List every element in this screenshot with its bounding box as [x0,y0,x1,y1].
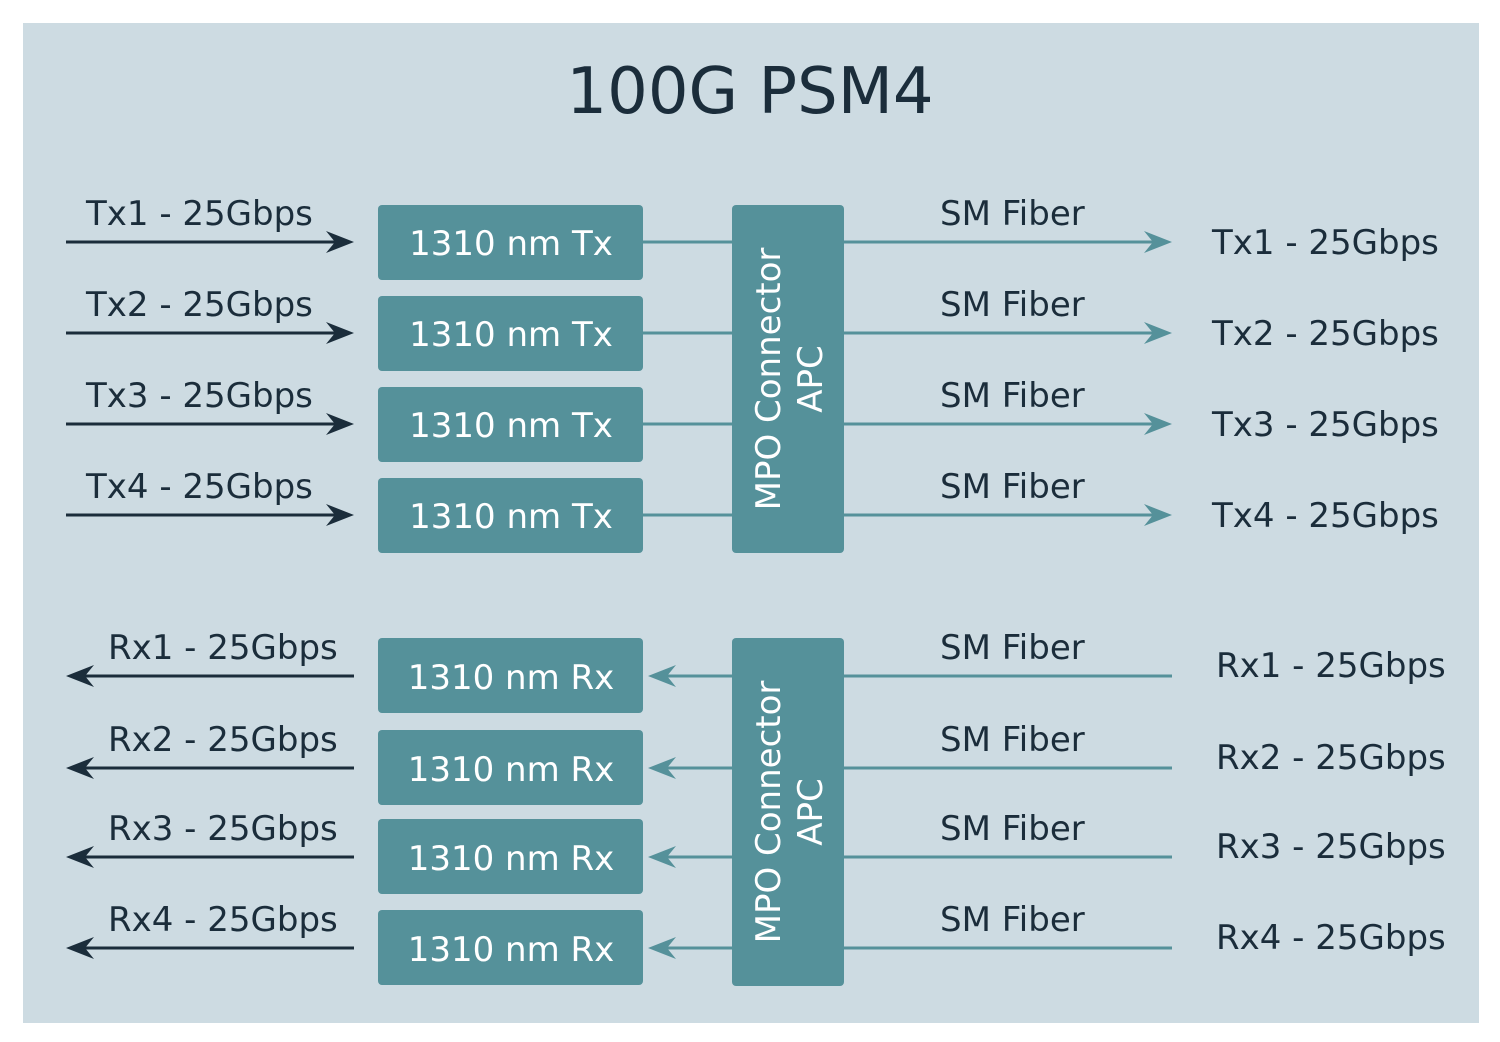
arrow-left-icon [66,937,94,959]
rx-module-label: 1310 nm Rx [408,750,615,790]
tx-module-label: 1310 nm Tx [409,315,613,355]
arrow-left-icon [648,846,676,868]
rx-module-box [378,910,643,985]
arrow-right-icon [1144,231,1172,253]
tx-input-label: Tx1 - 25Gbps [85,194,313,234]
tx-input-label: Tx3 - 25Gbps [85,376,313,416]
tx-mpo-label: MPO Connector [749,248,789,511]
tx-mpo-connector [732,205,844,553]
arrow-left-icon [66,846,94,868]
rx-input-label: Rx3 - 25Gbps [1216,827,1446,867]
tx-module-box [378,296,643,371]
tx-module-label: 1310 nm Tx [409,224,613,264]
tx-input-label: Tx2 - 25Gbps [85,285,313,325]
rx-input-label: Rx2 - 25Gbps [1216,738,1446,778]
fiber-label: SM Fiber [940,376,1085,416]
arrow-right-icon [326,322,354,344]
rx-module-box [378,819,643,894]
tx-module-label: 1310 nm Tx [409,406,613,446]
rx-output-label: Rx1 - 25Gbps [108,628,338,668]
arrow-left-icon [66,757,94,779]
rx-module-label: 1310 nm Rx [408,658,615,698]
fiber-label: SM Fiber [940,809,1085,849]
fiber-label: SM Fiber [940,720,1085,760]
arrow-left-icon [648,937,676,959]
tx-module-label: 1310 nm Tx [409,497,613,537]
rx-output-label: Rx3 - 25Gbps [108,809,338,849]
arrow-right-icon [326,504,354,526]
rx-output-label: Rx2 - 25Gbps [108,720,338,760]
tx-module-box [378,478,643,553]
tx-output-label: Tx1 - 25Gbps [1211,223,1439,263]
rx-module-label: 1310 nm Rx [408,839,615,879]
tx-module-box [378,205,643,280]
rx-module-box [378,730,643,805]
rx-module-label: 1310 nm Rx [408,930,615,970]
tx-output-label: Tx3 - 25Gbps [1211,405,1439,445]
rx-input-label: Rx1 - 25Gbps [1216,646,1446,686]
arrow-right-icon [1144,322,1172,344]
rx-input-label: Rx4 - 25Gbps [1216,918,1446,958]
diagram-title: 100G PSM4 [566,55,933,129]
tx-output-label: Tx2 - 25Gbps [1211,314,1439,354]
arrow-left-icon [648,665,676,687]
arrow-right-icon [1144,504,1172,526]
arrow-left-icon [66,665,94,687]
rx-module-box [378,638,643,713]
arrow-right-icon [326,413,354,435]
rx-apc-label: APC [791,778,831,846]
rx-mpo-connector [732,638,844,986]
rx-mpo-label: MPO Connector [749,681,789,944]
fiber-label: SM Fiber [940,900,1085,940]
tx-module-box [378,387,643,462]
fiber-label: SM Fiber [940,467,1085,507]
arrow-left-icon [648,757,676,779]
arrow-right-icon [1144,413,1172,435]
tx-input-label: Tx4 - 25Gbps [85,467,313,507]
tx-output-label: Tx4 - 25Gbps [1211,496,1439,536]
fiber-label: SM Fiber [940,285,1085,325]
tx-apc-label: APC [791,345,831,413]
fiber-label: SM Fiber [940,628,1085,668]
fiber-label: SM Fiber [940,194,1085,234]
rx-output-label: Rx4 - 25Gbps [108,900,338,940]
arrow-right-icon [326,231,354,253]
